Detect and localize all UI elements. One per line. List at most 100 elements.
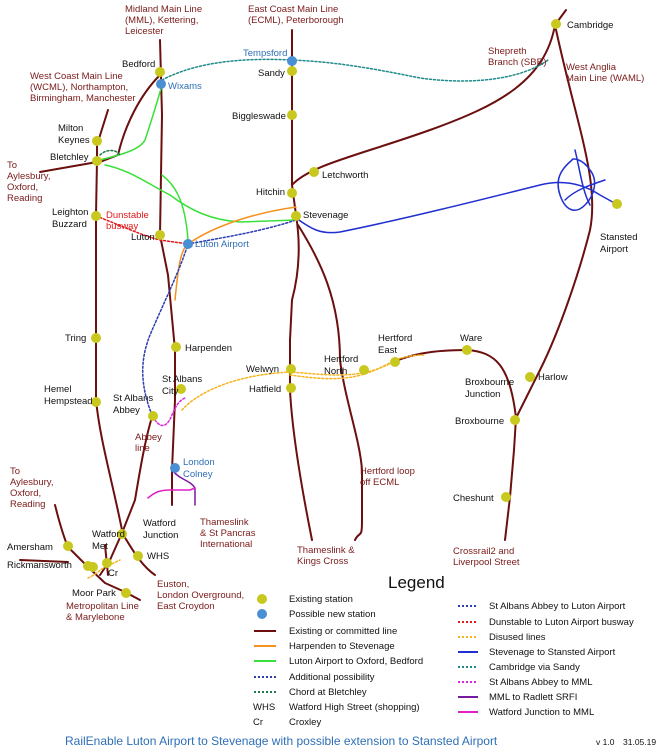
legend-cr-label: Croxley bbox=[289, 717, 321, 728]
annotation-line: Aylesbury, bbox=[10, 477, 53, 488]
label-london-colney-1: London bbox=[183, 457, 215, 468]
legend-chord-label: Chord at Bletchley bbox=[289, 687, 367, 698]
luton-oxford-line-2 bbox=[104, 164, 297, 223]
station-marker-broxbourne bbox=[510, 415, 520, 425]
annotation-line: Branch (SBR) bbox=[488, 57, 547, 68]
label-hertford-east-2: East bbox=[378, 345, 397, 356]
label-bedford: Bedford bbox=[122, 59, 155, 70]
abbey-luton-line bbox=[142, 243, 189, 416]
station-marker-welwyn bbox=[286, 364, 296, 374]
station-marker-london-colney bbox=[170, 463, 180, 473]
label-sandy: Sandy bbox=[258, 68, 285, 79]
ecml-south-line bbox=[289, 214, 313, 541]
footer-title: RailEnable Luton Airport to Stevenage wi… bbox=[65, 734, 498, 748]
station-marker-hemel-hempstead bbox=[91, 397, 101, 407]
annotation-line: Abbey bbox=[135, 432, 162, 443]
annotation-line: To bbox=[10, 466, 20, 477]
legend-dunstable-label: Dunstable to Luton Airport busway bbox=[489, 617, 634, 628]
label-cambridge: Cambridge bbox=[567, 20, 613, 31]
legend-possible-station-symbol bbox=[257, 609, 267, 619]
luton-oxford-line bbox=[99, 84, 163, 161]
label-hertford-north-2: North bbox=[324, 366, 347, 377]
annotation-line: Birmingham, Manchester bbox=[30, 93, 136, 104]
label-broxbourne-jn-1: Broxbourne bbox=[465, 377, 514, 388]
annotation-wcml: West Coast Main Line(WCML), Northampton,… bbox=[30, 71, 136, 104]
annotation-line: East Croydon bbox=[157, 601, 215, 612]
label-bletchley: Bletchley bbox=[50, 152, 89, 163]
legend-harpenden-label: Harpenden to Stevenage bbox=[289, 641, 395, 652]
annotation-thameslink-kx: Thameslink &Kings Cross bbox=[297, 545, 355, 567]
station-marker-luton bbox=[155, 230, 165, 240]
waml-line bbox=[515, 24, 594, 419]
watford-mml-line bbox=[147, 487, 196, 499]
station-marker-stansted-airport bbox=[612, 199, 622, 209]
annotation-line: (MML), Kettering, bbox=[125, 15, 198, 26]
station-marker-luton-airport bbox=[183, 239, 193, 249]
station-marker-rickmansworth bbox=[83, 561, 93, 571]
annotation-line: Reading bbox=[7, 193, 42, 204]
annotation-line: London Overground, bbox=[157, 590, 244, 601]
station-marker-st-albans-city bbox=[176, 384, 186, 394]
station-marker-hertford-east bbox=[390, 357, 400, 367]
station-marker-harlow bbox=[525, 372, 535, 382]
station-marker-hertford-north bbox=[359, 365, 369, 375]
legend-additional-label: Additional possibility bbox=[289, 672, 375, 683]
station-marker-hatfield bbox=[286, 383, 296, 393]
legend-stevenage-stansted-label: Stevenage to Stansted Airport bbox=[489, 647, 616, 658]
label-milton-keynes-2: Keynes bbox=[58, 135, 90, 146]
annotation-line: off ECML bbox=[360, 477, 399, 488]
stansted-loop-2 bbox=[564, 149, 606, 206]
annotation-line: Crossrail2 and bbox=[453, 546, 514, 557]
annotation-line: Kings Cross bbox=[297, 556, 348, 567]
annotation-line: Oxford, bbox=[10, 488, 41, 499]
annotation-mml: Midland Main Line(MML), Kettering,Leices… bbox=[125, 4, 202, 37]
station-marker-biggleswade bbox=[287, 110, 297, 120]
label-cr: Cr bbox=[108, 568, 118, 579]
legend-possible-station-label: Possible new station bbox=[289, 609, 376, 620]
label-watford-met-2: Met bbox=[92, 541, 108, 552]
stansted-loop bbox=[557, 158, 596, 211]
station-labels: Cambridge Sandy Tempsford Bedford Wixams… bbox=[7, 20, 638, 599]
annotation-line: Aylesbury, bbox=[7, 171, 50, 182]
annotation-line: Reading bbox=[10, 499, 45, 510]
additional-line bbox=[187, 219, 297, 245]
aylesbury-line bbox=[19, 559, 69, 563]
label-hemel-1: Hemel bbox=[44, 384, 71, 395]
station-marker-bedford bbox=[155, 67, 165, 77]
station-marker-watford-met bbox=[102, 558, 112, 568]
bletchley-west-line bbox=[39, 161, 98, 173]
label-st-albans-city-2: City bbox=[162, 386, 179, 397]
annotation-line: Hertford loop bbox=[360, 466, 415, 477]
label-watford-jn-2: Junction bbox=[143, 530, 178, 541]
annotation-line: Midland Main Line bbox=[125, 4, 202, 15]
label-amersham: Amersham bbox=[7, 542, 53, 553]
station-marker-tempsford bbox=[287, 56, 297, 66]
label-ware: Ware bbox=[460, 333, 482, 344]
annotation-euston: Euston,London Overground,East Croydon bbox=[157, 579, 244, 612]
legend-watford-mml-label: Watford Junction to MML bbox=[489, 707, 594, 718]
legend-existing-station-label: Existing station bbox=[289, 594, 353, 605]
station-marker-stevenage bbox=[291, 211, 301, 221]
annotation-line: International bbox=[200, 539, 252, 550]
annotation-line: & St Pancras bbox=[200, 528, 256, 539]
legend-whs-label: Watford High Street (shopping) bbox=[289, 702, 420, 713]
abbey-line bbox=[121, 416, 153, 534]
label-welwyn: Welwyn bbox=[246, 364, 279, 375]
annotation-line: Oxford, bbox=[7, 182, 38, 193]
annotation-metropolitan: Metropolitan Line& Marylebone bbox=[66, 601, 139, 623]
annotation-line: Liverpool Street bbox=[453, 557, 520, 568]
legend-cr-symbol: Cr bbox=[253, 717, 263, 728]
label-harlow: Harlow bbox=[538, 372, 568, 383]
label-st-albans-city-1: St Albans bbox=[162, 374, 202, 385]
label-rickmansworth: Rickmansworth bbox=[7, 560, 72, 571]
annotation-line: Thameslink & bbox=[297, 545, 355, 556]
annotation-line: Thameslink bbox=[200, 517, 249, 528]
footer-version: v 1.0 bbox=[596, 737, 615, 747]
label-whs: WHS bbox=[147, 551, 169, 562]
station-marker-sandy bbox=[287, 66, 297, 76]
mml-line bbox=[159, 39, 176, 506]
legend-existing-line-label: Existing or committed line bbox=[289, 626, 397, 637]
label-leighton-2: Buzzard bbox=[52, 219, 87, 230]
